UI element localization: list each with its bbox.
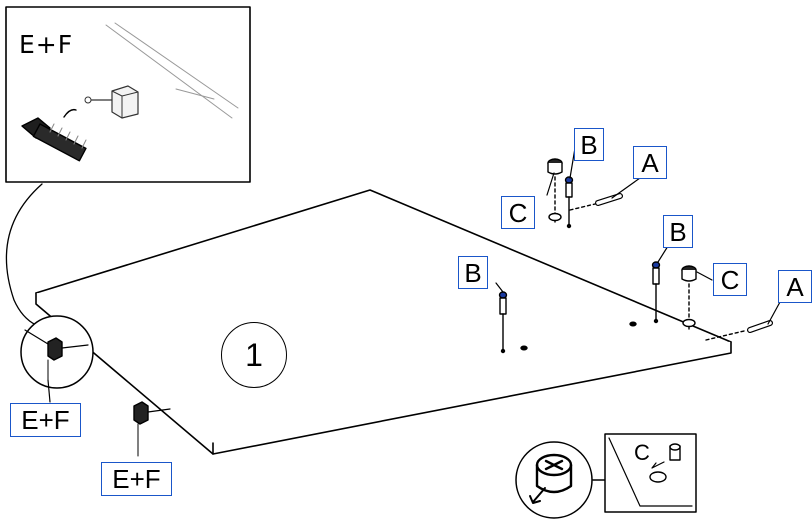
label-a-right: A [778,270,812,303]
label-ef-bottom: E+F [101,462,172,496]
cam-insert-detail [604,433,697,513]
panel-board [35,189,732,455]
dowel-icon [705,320,773,341]
label-c-top: C [501,196,535,229]
bracket-icon [47,337,89,361]
label-leaders [47,147,781,403]
step-number: 1 [221,322,287,388]
label-ef-left: E+F [10,403,81,437]
cam-lock-icon [547,158,563,226]
label-a-top: A [633,146,667,179]
bracket-icon [133,401,171,457]
label-c-right: C [713,263,747,296]
inset-detail-box [5,6,251,183]
cam-lock-icon [681,265,697,331]
hole-mark [629,321,637,327]
inset-title: E+F [19,30,74,59]
dowel-icon [569,193,623,211]
leader-line [5,183,43,326]
bolt-icon [21,117,87,162]
label-b-top: B [574,128,604,161]
cam-bolt-icon [564,176,574,229]
label-b-right: B [663,215,693,248]
detail-label-c: C [634,440,650,465]
cam-rotation-detail [515,441,606,519]
cam-bolt-icon [651,261,661,324]
label-b-left: B [458,256,488,289]
cam-bolt-icon [498,291,508,354]
hole-mark [520,345,528,351]
